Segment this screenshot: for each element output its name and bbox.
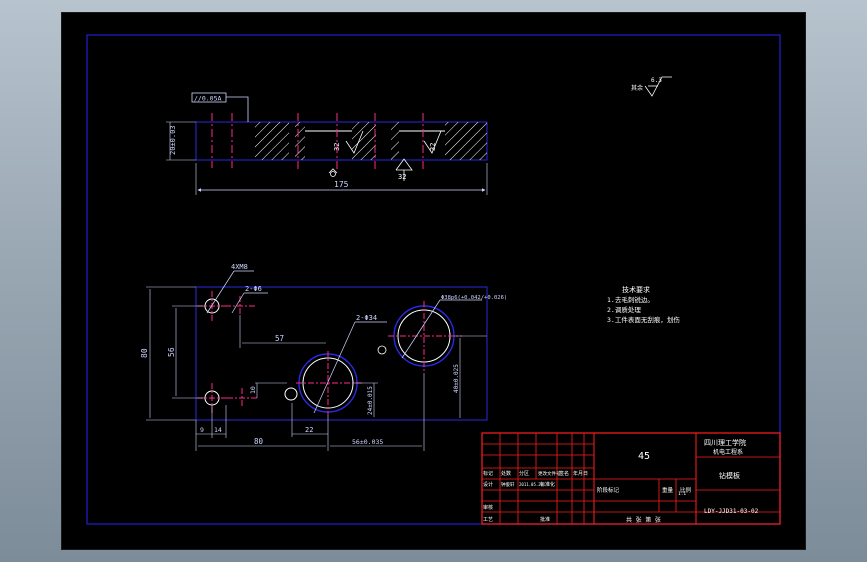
plan-view: 4XM8 2-Φ6 2-Φ34 Φ38p6(+0.042/+0.026) 80 … bbox=[140, 263, 507, 451]
design-label: 设计 bbox=[483, 481, 493, 488]
rev-header-change-no: 更改文件号 bbox=[538, 470, 561, 477]
drawing-canvas: //0.05A 20±0.03 175 32 32 32 bbox=[86, 34, 781, 525]
tech-req-item-2: 2.调质处理 bbox=[607, 305, 641, 314]
dim-24: 24±0.015 bbox=[367, 386, 374, 415]
technical-requirements: 技术要求 1.去毛刺锐边。 2.调质处理 3.工件表面无刮痕，划伤 bbox=[607, 285, 680, 324]
plan-view-outline bbox=[195, 286, 488, 421]
hatch-left bbox=[255, 122, 289, 160]
designer-name: 钟俊轩 bbox=[501, 481, 515, 488]
school-text: 四川理工学院 bbox=[704, 438, 746, 447]
tech-req-item-1: 1.去毛刺锐边。 bbox=[607, 295, 654, 304]
rev-header-count: 处数 bbox=[501, 470, 511, 477]
hatch-mid-1 bbox=[295, 122, 305, 160]
rev-header-date: 年月日 bbox=[573, 470, 588, 477]
roughness-c: 32 bbox=[398, 173, 406, 181]
tech-req-title: 技术要求 bbox=[622, 285, 650, 294]
dim-22: 22 bbox=[305, 426, 313, 434]
top-view-outline bbox=[195, 121, 488, 161]
process-label: 工艺 bbox=[483, 517, 493, 523]
part-name-text: 钻模板 bbox=[719, 471, 740, 480]
label-4xm8: 4XM8 bbox=[231, 263, 248, 271]
approve-label: 批准 bbox=[540, 516, 550, 523]
design-date: 2011.05.20 bbox=[519, 482, 544, 487]
hatch-mid-3 bbox=[391, 122, 399, 160]
scale-label: 比例 bbox=[680, 486, 692, 494]
scale-text: 1:1 bbox=[678, 491, 686, 497]
sheets-label: 共 张 第 张 bbox=[626, 516, 661, 524]
weight-label: 重量 bbox=[662, 486, 674, 494]
dim-40: 40±0.025 bbox=[453, 364, 460, 393]
dim-80-vertical: 80 bbox=[140, 348, 149, 358]
roughness-a: 32 bbox=[333, 143, 341, 151]
roughness-other-label: 其余 bbox=[631, 84, 643, 92]
drawing-no-text: LDY-JJD31-03-02 bbox=[704, 508, 759, 515]
label-2-phi34: 2-Φ34 bbox=[356, 314, 377, 322]
dim-10: 10 bbox=[249, 386, 257, 394]
length-dim: 175 bbox=[334, 180, 349, 189]
height-dim: 20±0.03 bbox=[169, 125, 177, 155]
tech-req-item-3: 3.工件表面无刮痕，划伤 bbox=[607, 315, 680, 324]
dim-80-horizontal: 80 bbox=[254, 437, 264, 446]
roughness-other-value: 6.3 bbox=[651, 77, 662, 84]
standard-label: 标准化 bbox=[540, 481, 555, 488]
dim-57: 57 bbox=[275, 334, 284, 343]
tolerance-frame-text: //0.05A bbox=[194, 95, 221, 103]
drawing-border bbox=[86, 34, 781, 525]
dim-9: 9 bbox=[200, 426, 204, 434]
top-view: //0.05A 20±0.03 175 32 32 32 bbox=[166, 92, 488, 195]
material-text: 45 bbox=[638, 451, 650, 462]
cad-viewport[interactable]: //0.05A 20±0.03 175 32 32 32 bbox=[61, 12, 806, 550]
dim-56-vertical: 56 bbox=[167, 347, 176, 357]
label-pin-hole: Φ38p6(+0.042/+0.026) bbox=[441, 295, 507, 301]
hatch-mid-2 bbox=[352, 122, 376, 160]
review-label: 审核 bbox=[483, 504, 493, 511]
stage-mark-label: 阶段标记 bbox=[597, 486, 620, 494]
general-roughness: 其余 6.3 bbox=[631, 76, 672, 97]
rev-header-sign: 签名 bbox=[559, 470, 569, 477]
roughness-b: 32 bbox=[429, 143, 437, 151]
label-2-phi6: 2-Φ6 bbox=[245, 285, 262, 293]
department-text: 机电工程系 bbox=[713, 448, 743, 456]
hatch-right bbox=[445, 122, 487, 160]
dim-56-horizontal: 56±0.035 bbox=[352, 438, 383, 446]
title-block: 45 四川理工学院 机电工程系 钻模板 LDY-JJD31-03-02 1:1 … bbox=[481, 432, 781, 525]
dim-14: 14 bbox=[214, 426, 222, 434]
hole-phi6 bbox=[284, 387, 298, 401]
rev-header-mark: 标记 bbox=[483, 470, 493, 477]
rev-header-zone: 分区 bbox=[519, 470, 529, 477]
